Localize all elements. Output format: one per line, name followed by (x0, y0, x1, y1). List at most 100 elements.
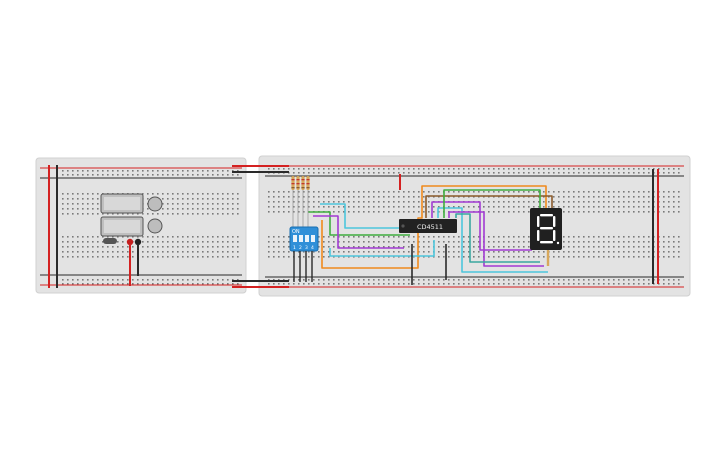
wire-teal-1[interactable] (455, 213, 540, 263)
power-controller[interactable] (100, 193, 163, 286)
breadboard-hole (563, 191, 565, 193)
breadboard-hole (443, 283, 445, 285)
breadboard-hole (473, 241, 475, 243)
wire-cyan-2[interactable] (329, 240, 435, 257)
breadboard-hole (598, 168, 600, 170)
wire-purple-1[interactable] (313, 215, 404, 249)
breadboard-hole (453, 241, 455, 243)
breadboard-hole (172, 246, 174, 248)
breadboard-hole (543, 168, 545, 170)
breadboard-hole (333, 172, 335, 174)
breadboard-hole (533, 256, 535, 258)
breadboard-hole (122, 279, 124, 281)
breadboard-hole (313, 206, 315, 208)
breadboard-hole (237, 203, 239, 205)
terminal-black-icon[interactable] (134, 238, 142, 246)
breadboard-hole (378, 168, 380, 170)
breadboard-hole (628, 283, 630, 285)
slide-switch-icon[interactable] (103, 238, 117, 244)
breadboard-hole (413, 172, 415, 174)
breadboard-hole (678, 206, 680, 208)
breadboard-hole (618, 168, 620, 170)
breadboard-hole (378, 172, 380, 174)
breadboard-hole (638, 236, 640, 238)
knob-icon[interactable] (147, 196, 163, 212)
terminal-red-icon[interactable] (126, 238, 134, 246)
breadboard-hole (393, 251, 395, 253)
seven-segment-display[interactable] (530, 208, 562, 250)
breadboard-hole (137, 236, 139, 238)
breadboard-hole (518, 191, 520, 193)
breadboard-hole (613, 168, 615, 170)
breadboard-hole (633, 206, 635, 208)
breadboard-hole (498, 279, 500, 281)
breadboard-hole (348, 206, 350, 208)
dip-toggle[interactable] (311, 235, 315, 242)
wire-brown-1[interactable] (425, 195, 553, 218)
breadboard-hole (598, 191, 600, 193)
breadboard-hole (62, 256, 64, 258)
breadboard-hole (638, 211, 640, 213)
wire-green-1[interactable] (308, 211, 410, 236)
wire-purple-3[interactable] (448, 211, 544, 267)
breadboard-hole (668, 256, 670, 258)
wire-orange-1[interactable] (321, 185, 547, 269)
breadboard-hole (77, 246, 79, 248)
dip-switch[interactable]: ON 1 2 3 4 (289, 226, 319, 282)
breadboard-hole (593, 196, 595, 198)
breadboard-hole (202, 174, 204, 176)
breadboard-hole (82, 241, 84, 243)
breadboard-hole (493, 172, 495, 174)
breadboard-hole (363, 251, 365, 253)
knob-icon[interactable] (147, 218, 163, 234)
dip-pin-label: 1 (293, 245, 296, 251)
breadboard-hole (222, 208, 224, 210)
breadboard-hole (553, 256, 555, 258)
dip-toggle[interactable] (293, 235, 297, 242)
dip-toggle[interactable] (299, 235, 303, 242)
breadboard-hole (67, 208, 69, 210)
ic-cd4511[interactable]: CD4511 (399, 219, 457, 233)
breadboard-hole (448, 279, 450, 281)
breadboard-hole (583, 246, 585, 248)
breadboard-hole (498, 201, 500, 203)
breadboard-hole (678, 211, 680, 213)
dip-toggle[interactable] (305, 235, 309, 242)
breadboard-hole (117, 279, 119, 281)
breadboard-hole (663, 256, 665, 258)
breadboard-hole (373, 172, 375, 174)
breadboard-hole (207, 203, 209, 205)
breadboard-hole (648, 168, 650, 170)
breadboard-hole (92, 236, 94, 238)
breadboard-hole (598, 236, 600, 238)
breadboard-hole (398, 211, 400, 213)
breadboard-hole (87, 241, 89, 243)
breadboard-hole (613, 251, 615, 253)
resistor-band (296, 179, 300, 181)
breadboard-hole (217, 236, 219, 238)
breadboard-hole (583, 256, 585, 258)
breadboard-hole (553, 279, 555, 281)
breadboard-hole (488, 201, 490, 203)
breadboard-hole (182, 213, 184, 215)
breadboard-hole (628, 168, 630, 170)
breadboard-hole (222, 213, 224, 215)
breadboard-hole (288, 236, 290, 238)
breadboard-hole (468, 191, 470, 193)
breadboard-hole (343, 211, 345, 213)
resistor-bank[interactable] (291, 176, 310, 227)
wire-green-2[interactable] (443, 189, 541, 218)
wire-cyan-1[interactable] (320, 203, 406, 229)
breadboard-hole (77, 279, 79, 281)
breadboard-hole (97, 251, 99, 253)
breadboard-hole (102, 251, 104, 253)
breadboard-hole (298, 172, 300, 174)
breadboard-hole (428, 206, 430, 208)
breadboard-hole (62, 193, 64, 195)
wire-purple-2[interactable] (431, 201, 532, 251)
breadboard-hole (308, 206, 310, 208)
breadboard-hole (503, 191, 505, 193)
breadboard-hole (528, 211, 530, 213)
wire-cyan-3[interactable] (437, 207, 548, 273)
breadboard-hole (548, 283, 550, 285)
